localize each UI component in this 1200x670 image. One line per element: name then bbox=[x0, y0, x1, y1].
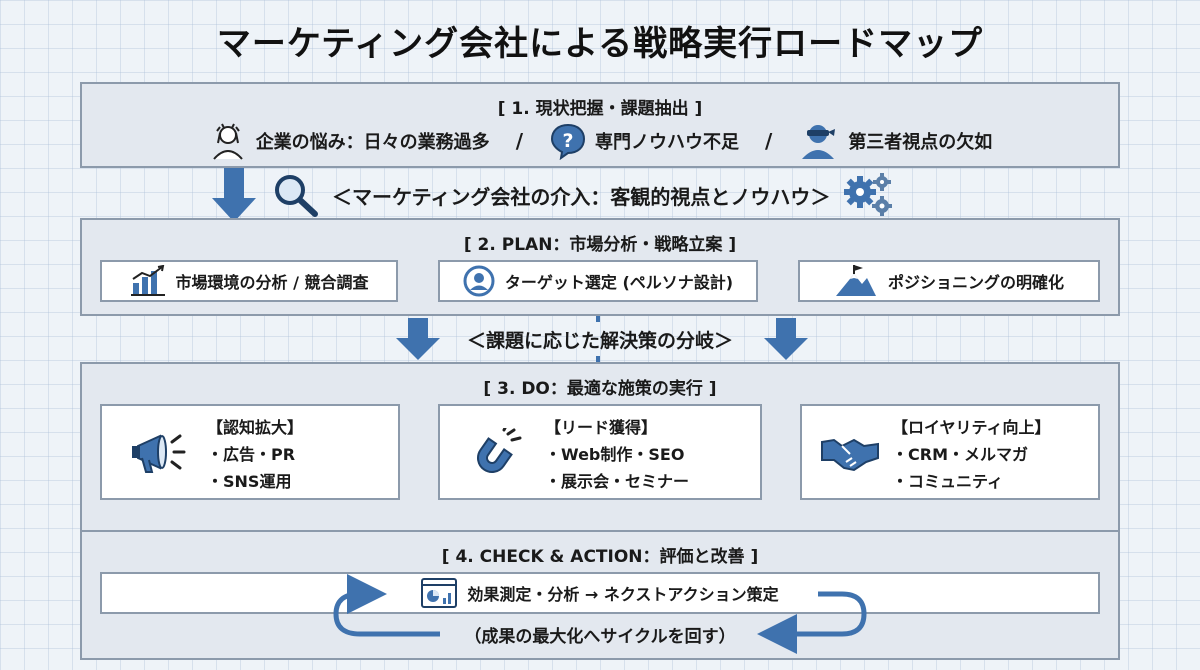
question-icon: ? bbox=[549, 122, 587, 161]
step1-issues: 企業の悩み：日々の業務過多 / ? 専門ノウハウ不足 / 第三者視点の欠如 bbox=[80, 118, 1120, 164]
page-title: マーケティング会社による戦略実行ロードマップ bbox=[216, 24, 984, 64]
issue-label-2: 専門ノウハウ不足 bbox=[595, 132, 739, 153]
cycle-arrow-right bbox=[757, 591, 867, 654]
issue-separator-1: / bbox=[515, 129, 523, 153]
issue-label-3: 第三者視点の欠如 bbox=[848, 132, 993, 153]
branch-label: ＜課題に応じた解決策の分岐＞ bbox=[466, 330, 733, 352]
intervention-label: ＜マーケティング会社の介入：客観的視点とノウハウ＞ bbox=[332, 184, 831, 209]
do-box-awareness: 【認知拡大】 ・広告・PR ・SNS運用 bbox=[100, 404, 400, 500]
do-box-item-2-1: ・Web制作・SEO bbox=[545, 445, 685, 464]
step1-section: [ 1. 現状把握・課題抽出 ] bbox=[80, 82, 1120, 168]
do-box-title-2: 【リード獲得】 bbox=[545, 418, 658, 437]
do-box-loyalty: 【ロイヤリティ向上】 ・CRM・メルマガ ・コミュニティ bbox=[800, 404, 1100, 500]
do-box-item-3-1: ・CRM・メルマガ bbox=[892, 445, 1028, 464]
action-box: 効果測定・分析 → ネクストアクション策定 bbox=[100, 572, 1100, 614]
step4-heading: [ 4. CHECK & ACTION：評価と改善 ] bbox=[441, 547, 759, 567]
megaphone-icon bbox=[130, 428, 186, 482]
intervention-row: ＜マーケティング会社の介入：客観的視点とノウハウ＞ bbox=[270, 172, 896, 218]
bar-chart-icon bbox=[130, 264, 166, 297]
magnet-icon bbox=[468, 424, 522, 484]
do-box-text-2: 【リード獲得】 ・Web制作・SEO ・展示会・セミナー bbox=[545, 414, 689, 495]
arrow-step1-to-step2 bbox=[212, 168, 256, 222]
do-box-item-2-2: ・展示会・セミナー bbox=[545, 472, 690, 491]
action-label: 効果測定・分析 → ネクストアクション策定 bbox=[467, 585, 779, 604]
do-box-title-3: 【ロイヤリティ向上】 bbox=[892, 418, 1051, 437]
cycle-arrow-left bbox=[333, 574, 440, 637]
cycle-label: （成果の最大化へサイクルを回す） bbox=[464, 627, 736, 647]
target-user-icon bbox=[463, 265, 495, 297]
stressed-person-icon bbox=[208, 121, 248, 161]
dashboard-icon bbox=[421, 578, 458, 608]
do-box-text-1: 【認知拡大】 ・広告・PR ・SNS運用 bbox=[207, 414, 303, 495]
arrow-branch-right bbox=[764, 318, 808, 360]
handshake-icon bbox=[820, 432, 880, 480]
plan-box-label-3: ポジショニングの明確化 bbox=[887, 273, 1064, 292]
step1-heading: [ 1. 現状把握・課題抽出 ] bbox=[497, 99, 703, 119]
step3-heading: [ 3. DO：最適な施策の実行 ] bbox=[483, 379, 717, 399]
plan-box-market-analysis: 市場環境の分析 / 競合調査 bbox=[100, 260, 398, 302]
arrow-branch-left bbox=[396, 318, 440, 360]
do-box-item-3-2: ・コミュニティ bbox=[892, 472, 1004, 491]
issue-separator-2: / bbox=[765, 129, 773, 153]
issue-label-1: 企業の悩み：日々の業務過多 bbox=[255, 132, 490, 153]
do-box-lead: 【リード獲得】 ・Web制作・SEO ・展示会・セミナー bbox=[438, 404, 762, 500]
do-box-item-1-2: ・SNS運用 bbox=[207, 472, 292, 491]
blindfolded-person-icon bbox=[798, 121, 838, 161]
svg-text:?: ? bbox=[562, 130, 573, 152]
mountain-flag-icon bbox=[834, 264, 878, 298]
plan-box-label-2: ターゲット選定 (ペルソナ設計) bbox=[504, 273, 734, 292]
do-box-text-3: 【ロイヤリティ向上】 ・CRM・メルマガ ・コミュニティ bbox=[892, 414, 1051, 495]
magnifier-icon bbox=[270, 172, 320, 218]
gears-icon bbox=[842, 172, 896, 218]
plan-box-label-1: 市場環境の分析 / 競合調査 bbox=[175, 273, 369, 292]
do-box-item-1-1: ・広告・PR bbox=[207, 445, 296, 464]
plan-box-target: ターゲット選定 (ペルソナ設計) bbox=[438, 260, 758, 302]
plan-box-positioning: ポジショニングの明確化 bbox=[798, 260, 1100, 302]
do-box-title-1: 【認知拡大】 bbox=[207, 418, 304, 437]
step2-heading: [ 2. PLAN：市場分析・戦略立案 ] bbox=[463, 235, 737, 255]
